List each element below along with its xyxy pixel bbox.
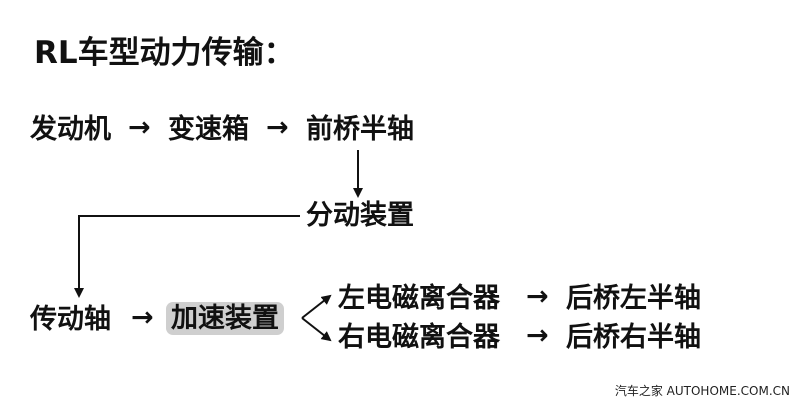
- node-driveshaft: 传动轴: [30, 304, 111, 335]
- arrow-right-clutch-rear-right: →: [526, 320, 549, 351]
- arrow-gearbox-front-axle: →: [266, 112, 289, 143]
- node-accelerator: 加速装置: [166, 302, 284, 335]
- page-title: RL车型动力传输：: [34, 35, 295, 71]
- node-right-clutch: 右电磁离合器: [338, 322, 500, 353]
- node-left-clutch: 左电磁离合器: [338, 283, 500, 314]
- node-front-axle: 前桥半轴: [306, 114, 414, 145]
- connector-transfer-driveshaft: [74, 215, 300, 298]
- arrow-driveshaft-accelerator: →: [131, 302, 154, 333]
- node-rear-left: 后桥左半轴: [566, 283, 701, 314]
- connector-accelerator-right-clutch: [301, 317, 332, 342]
- node-engine: 发动机: [30, 114, 111, 145]
- watermark: 汽车之家 AUTOHOME.COM.CN: [614, 384, 790, 398]
- arrow-engine-gearbox: →: [128, 112, 151, 143]
- connector-accelerator-left-clutch: [301, 294, 332, 319]
- arrow-left-clutch-rear-left: →: [526, 281, 549, 312]
- node-gearbox: 变速箱: [168, 114, 249, 145]
- node-rear-right: 后桥右半轴: [566, 322, 701, 353]
- node-transfer-case: 分动装置: [306, 200, 414, 231]
